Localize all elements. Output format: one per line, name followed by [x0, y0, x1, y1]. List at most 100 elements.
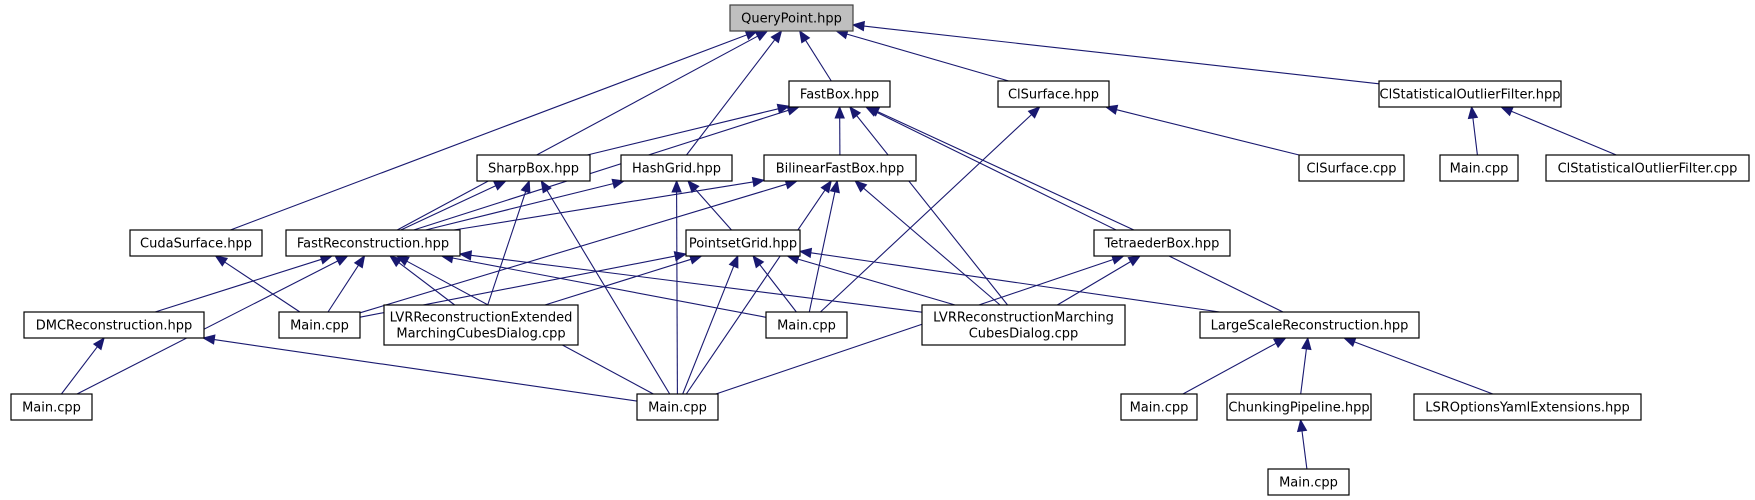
- node-tetraeder[interactable]: TetraederBox.hpp: [1093, 229, 1231, 257]
- edge-line: [715, 258, 1114, 395]
- node-clsof-hpp[interactable]: ClStatisticalOutlierFilter.hpp: [1378, 80, 1562, 108]
- arrowhead-icon: [754, 30, 769, 42]
- edge-line: [224, 261, 301, 313]
- node-main-a[interactable]: Main.cpp: [278, 311, 361, 339]
- arrowhead-icon: [671, 179, 682, 193]
- node-main-sof[interactable]: Main.cpp: [1439, 154, 1519, 182]
- edge-line: [810, 252, 1220, 313]
- edge-line: [682, 265, 735, 395]
- edge-line: [1354, 341, 1494, 395]
- node-label: FastBox.hpp: [800, 88, 879, 103]
- node-label: Main.cpp: [1279, 476, 1338, 491]
- node-sharpbox[interactable]: SharpBox.hpp: [476, 154, 591, 182]
- edge-main_a-to-bilinear: [359, 179, 799, 314]
- edge-line: [694, 188, 732, 231]
- node-querypoint[interactable]: QueryPoint.hpp: [729, 4, 854, 32]
- edge-line: [327, 264, 359, 313]
- node-label: ClSurface.cpp: [1307, 162, 1397, 177]
- node-label: Main.cpp: [1450, 162, 1509, 177]
- edge-line: [1301, 430, 1308, 470]
- node-main-chunk[interactable]: Main.cpp: [1267, 468, 1350, 496]
- edge-lvr_mc-to-fastrecon: [458, 250, 923, 313]
- edge-line: [759, 264, 797, 313]
- edge-main_center-to-dmc: [201, 334, 638, 402]
- node-label: QueryPoint.hpp: [741, 12, 842, 27]
- node-main-lsr[interactable]: Main.cpp: [1120, 393, 1198, 421]
- edge-line: [863, 25, 1380, 85]
- arrowhead-icon: [353, 254, 366, 269]
- node-hashgrid[interactable]: HashGrid.hpp: [620, 154, 733, 182]
- node-clsurface-cpp[interactable]: ClSurface.cpp: [1298, 154, 1405, 182]
- node-bilinear[interactable]: BilinearFastBox.hpp: [763, 154, 917, 182]
- node-label: LVRReconstructionExtended: [390, 311, 573, 326]
- node-main-center[interactable]: Main.cpp: [636, 393, 719, 421]
- edge-clsof_cpp-to-clsof_hpp: [1499, 106, 1617, 156]
- node-label: LVRReconstructionMarching: [933, 311, 1114, 326]
- node-box: [1378, 80, 1562, 108]
- node-lsroptions[interactable]: LSROptionsYamlExtensions.hpp: [1413, 393, 1642, 421]
- arrowhead-icon: [770, 29, 783, 44]
- arrowhead-icon: [1027, 106, 1041, 119]
- edge-line: [676, 191, 678, 395]
- edge-lsr-to-pointsetgrid: [798, 247, 1220, 313]
- node-clsof-cpp[interactable]: ClStatisticalOutlierFilter.cpp: [1545, 154, 1750, 182]
- node-fastbox[interactable]: FastBox.hpp: [788, 80, 891, 108]
- node-box: [383, 304, 579, 346]
- edge-line: [587, 108, 779, 156]
- node-box: [765, 311, 848, 339]
- edge-line: [470, 254, 923, 313]
- node-main-left[interactable]: Main.cpp: [10, 393, 93, 421]
- node-main-b[interactable]: Main.cpp: [765, 311, 848, 339]
- arrowhead-icon: [201, 334, 216, 345]
- node-dmc[interactable]: DMCReconstruction.hpp: [23, 311, 205, 339]
- arrowhead-icon: [798, 29, 811, 44]
- edge-lsr-to-fastbox: [864, 106, 1284, 313]
- edge-line: [686, 39, 776, 156]
- arrowhead-icon: [851, 20, 865, 32]
- node-box: [1439, 154, 1519, 182]
- node-cudasurface[interactable]: CudaSurface.hpp: [129, 229, 263, 257]
- node-label: SharpBox.hpp: [488, 162, 579, 177]
- edge-lvr_mc-to-bilinear: [854, 180, 1001, 306]
- node-pointsetgrid[interactable]: PointsetGrid.hpp: [685, 229, 801, 257]
- edge-line: [863, 187, 1001, 306]
- node-box: [636, 393, 719, 421]
- node-lsr[interactable]: LargeScaleReconstruction.hpp: [1199, 311, 1420, 339]
- edge-line: [877, 111, 1135, 231]
- edge-line: [487, 191, 527, 306]
- arrowhead-icon: [458, 250, 473, 261]
- edge-line: [846, 33, 1009, 82]
- edge-main_left-to-dmc: [60, 336, 105, 395]
- arrowhead-icon: [1296, 418, 1308, 433]
- edge-line: [1116, 109, 1300, 156]
- arrowhead-icon: [751, 176, 766, 188]
- node-box: [285, 229, 461, 257]
- edge-main_b-to-clsurface_hpp: [820, 106, 1041, 313]
- arrowhead-icon: [673, 251, 688, 262]
- node-label: CubesDialog.cpp: [969, 327, 1079, 342]
- edge-lvr_ext-to-sharpbox: [487, 179, 531, 306]
- edge-main_center-to-bilinear: [685, 179, 832, 395]
- node-label: ClSurface.hpp: [1008, 88, 1099, 103]
- edge-lvr_mc-to-tetraeder: [1057, 255, 1142, 306]
- node-box: [1298, 154, 1405, 182]
- node-clsurface-hpp[interactable]: ClSurface.hpp: [997, 80, 1110, 108]
- arrowhead-icon: [849, 105, 862, 120]
- node-chunking[interactable]: ChunkingPipeline.hpp: [1226, 393, 1372, 421]
- node-box: [763, 154, 917, 182]
- edge-main_sof-to-clsof_hpp: [1467, 105, 1479, 156]
- node-fastrecon[interactable]: FastReconstruction.hpp: [285, 229, 461, 257]
- arrowhead-icon: [829, 179, 840, 194]
- edges-layer: [60, 20, 1617, 470]
- edge-line: [60, 346, 98, 395]
- node-box: [1226, 393, 1372, 421]
- edge-line: [230, 34, 747, 231]
- node-lvr-ext[interactable]: LVRReconstructionExtendedMarchingCubesDi…: [383, 304, 579, 346]
- node-box: [278, 311, 361, 339]
- edge-dmc-to-fastrecon: [154, 254, 334, 313]
- edge-main_left-to-fastrecon: [76, 255, 349, 395]
- node-label: LSROptionsYamlExtensions.hpp: [1425, 401, 1630, 416]
- edge-line: [1057, 261, 1131, 306]
- node-label: CudaSurface.hpp: [140, 237, 252, 252]
